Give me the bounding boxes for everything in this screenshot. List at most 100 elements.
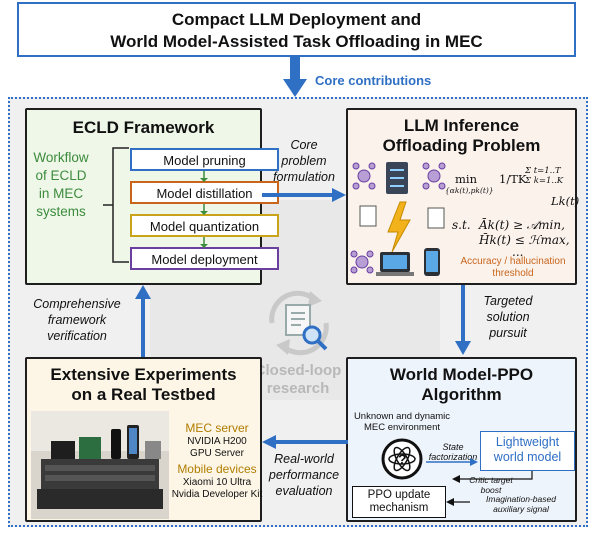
core-down-arrow bbox=[283, 57, 307, 97]
critic-arrow bbox=[452, 471, 533, 483]
constraint-hallucination: H̄k(t) ≤ ℋmax, bbox=[479, 233, 570, 247]
arrow-to-ecld bbox=[135, 285, 151, 357]
imagination-arrow bbox=[446, 498, 470, 506]
comprehensive-label: Comprehensive framework verification bbox=[22, 296, 132, 344]
arrow-to-wmppo bbox=[455, 285, 471, 355]
step-model-quantization: Model quantization bbox=[130, 214, 279, 237]
core-problem-label: Core problem formulation bbox=[262, 137, 346, 185]
title-line-2: World Model-Assisted Task Offloading in … bbox=[110, 32, 483, 51]
experiments-title-line-2: on a Real Testbed bbox=[71, 385, 216, 404]
experiments-title: Extensive Experiments on a Real Testbed bbox=[27, 365, 260, 405]
ecld-side-line: in MEC bbox=[38, 186, 84, 201]
ecld-workflow-label: Workflow of ECLD in MEC systems bbox=[28, 149, 94, 221]
mobile-line-2: Nvidia Developer Kit bbox=[171, 489, 263, 500]
problem-title: LLM Inference Offloading Problem bbox=[348, 116, 575, 156]
network-illustration bbox=[350, 162, 446, 276]
testbed-specs: MEC server NVIDIA H200 GPU Server Mobile… bbox=[171, 421, 263, 501]
arrow-text: problem bbox=[281, 154, 327, 168]
imag-line-1: Imagination-based bbox=[486, 494, 556, 504]
state-line-2: factorization bbox=[428, 452, 478, 462]
formula-st: s.t. bbox=[452, 218, 471, 232]
critic-boost-label: Critic target boost bbox=[461, 475, 521, 495]
ppo-line-2: mechanism bbox=[369, 502, 429, 514]
arrow-text: framework bbox=[47, 313, 107, 327]
ecld-panel: ECLD Framework Workflow of ECLD in MEC s… bbox=[25, 108, 279, 285]
arrow-to-experiments bbox=[262, 435, 348, 449]
formula-frac: 1/TK bbox=[499, 172, 527, 186]
formula-sum-1: Σ t=1..T bbox=[525, 166, 561, 176]
lw-line-2: world model bbox=[493, 450, 562, 464]
wmppo-title: World Model-PPO Algorithm bbox=[348, 365, 575, 405]
step-model-distillation: Model distillation bbox=[130, 181, 279, 204]
mobile-devices-label: Mobile devices bbox=[177, 462, 257, 476]
wmppo-title-line-1: World Model-PPO bbox=[389, 365, 534, 384]
closed-loop-line-1: Closed-loop bbox=[254, 362, 342, 379]
testbed-photo bbox=[31, 411, 169, 519]
closed-loop-line-2: research bbox=[266, 380, 330, 397]
arrow-to-problem bbox=[262, 188, 346, 202]
formula-loss: Lk(t) bbox=[551, 194, 580, 208]
imagination-label: Imagination-based auxiliary signal bbox=[466, 494, 576, 514]
ecld-bracket bbox=[103, 147, 129, 263]
arrow-text: evaluation bbox=[275, 484, 333, 498]
arrow-text: Real-world bbox=[274, 452, 334, 466]
threshold-note: Accuracy / hallucination threshold bbox=[452, 256, 574, 280]
mec-server-line-1: NVIDIA H200 bbox=[187, 436, 247, 447]
state-factorization-label: State factorization bbox=[428, 442, 478, 462]
formula-min-sub: {αk(t),pk(t)} bbox=[445, 186, 494, 195]
env-line-2: MEC environment bbox=[363, 422, 441, 433]
wmppo-title-line-2: Algorithm bbox=[421, 385, 502, 404]
ecld-title: ECLD Framework bbox=[72, 118, 215, 137]
mec-server-label: MEC server bbox=[185, 421, 249, 435]
env-line-1: Unknown and dynamic bbox=[353, 411, 451, 422]
arrow-text: Comprehensive bbox=[33, 297, 121, 311]
lw-line-1: Lightweight bbox=[495, 435, 560, 449]
threshold-line-2: threshold bbox=[492, 268, 534, 279]
constraint-accuracy: Āk(t) ≥ 𝒜min, bbox=[479, 218, 565, 232]
closed-loop-icon bbox=[269, 290, 329, 356]
arrow-text: Core bbox=[290, 138, 318, 152]
imag-line-2: auxiliary signal bbox=[493, 504, 549, 514]
ecld-side-line: systems bbox=[36, 204, 86, 219]
formula-dots: ... bbox=[512, 245, 524, 259]
arrow-text: performance bbox=[268, 468, 340, 482]
environment-icon: ? bbox=[381, 438, 423, 480]
arrow-text: verification bbox=[47, 329, 107, 343]
closed-loop-label: Closed-loop research bbox=[233, 362, 363, 398]
ecld-side-line: of ECLD bbox=[35, 168, 87, 183]
mobile-line-1: Xiaomi 10 Ultra bbox=[182, 477, 252, 488]
step-model-deployment: Model deployment bbox=[130, 247, 279, 270]
critic-line-2: boost bbox=[480, 485, 502, 495]
problem-title-line-1: LLM Inference bbox=[403, 116, 520, 135]
critic-line-1: Critic target bbox=[469, 475, 513, 485]
formula-sums: Σ t=1..T Σ k=1..K bbox=[525, 166, 563, 186]
arrow-text: Targeted bbox=[483, 294, 533, 308]
formula-sum-2: Σ k=1..K bbox=[525, 176, 564, 186]
ecld-side-line: Workflow bbox=[33, 150, 89, 165]
mec-server-line-2: GPU Server bbox=[190, 448, 244, 459]
wmppo-panel: World Model-PPO Algorithm Unknown and dy… bbox=[346, 357, 577, 522]
ecld-step-arrows bbox=[200, 171, 208, 248]
problem-panel: LLM Inference Offloading Problem min {αk… bbox=[346, 108, 580, 285]
threshold-line-1: Accuracy / hallucination bbox=[460, 256, 566, 267]
arrow-text: pursuit bbox=[489, 326, 527, 340]
realworld-label: Real-world performance evaluation bbox=[262, 451, 346, 499]
title-box: Compact LLM Deployment and World Model-A… bbox=[17, 2, 576, 57]
lightweight-world-model-box: Lightweight world model bbox=[480, 431, 575, 471]
targeted-label: Targeted solution pursuit bbox=[468, 293, 548, 341]
core-contributions-label: Core contributions bbox=[315, 73, 432, 88]
env-label: Unknown and dynamic MEC environment bbox=[352, 411, 452, 433]
experiments-title-line-1: Extensive Experiments bbox=[50, 365, 237, 384]
arrow-text: solution bbox=[486, 310, 530, 324]
step-model-pruning: Model pruning bbox=[130, 148, 279, 171]
svg-text:?: ? bbox=[398, 451, 407, 467]
arrow-text: formulation bbox=[273, 170, 335, 184]
ppo-line-1: PPO update bbox=[367, 489, 431, 501]
formula-min: min bbox=[455, 172, 477, 186]
problem-title-line-2: Offloading Problem bbox=[382, 136, 541, 155]
experiments-panel: Extensive Experiments on a Real Testbed … bbox=[25, 357, 262, 522]
state-line-1: State bbox=[442, 442, 464, 452]
state-arrow bbox=[426, 458, 478, 466]
title-line-1: Compact LLM Deployment and bbox=[171, 10, 422, 29]
ppo-update-box: PPO update mechanism bbox=[352, 486, 446, 518]
